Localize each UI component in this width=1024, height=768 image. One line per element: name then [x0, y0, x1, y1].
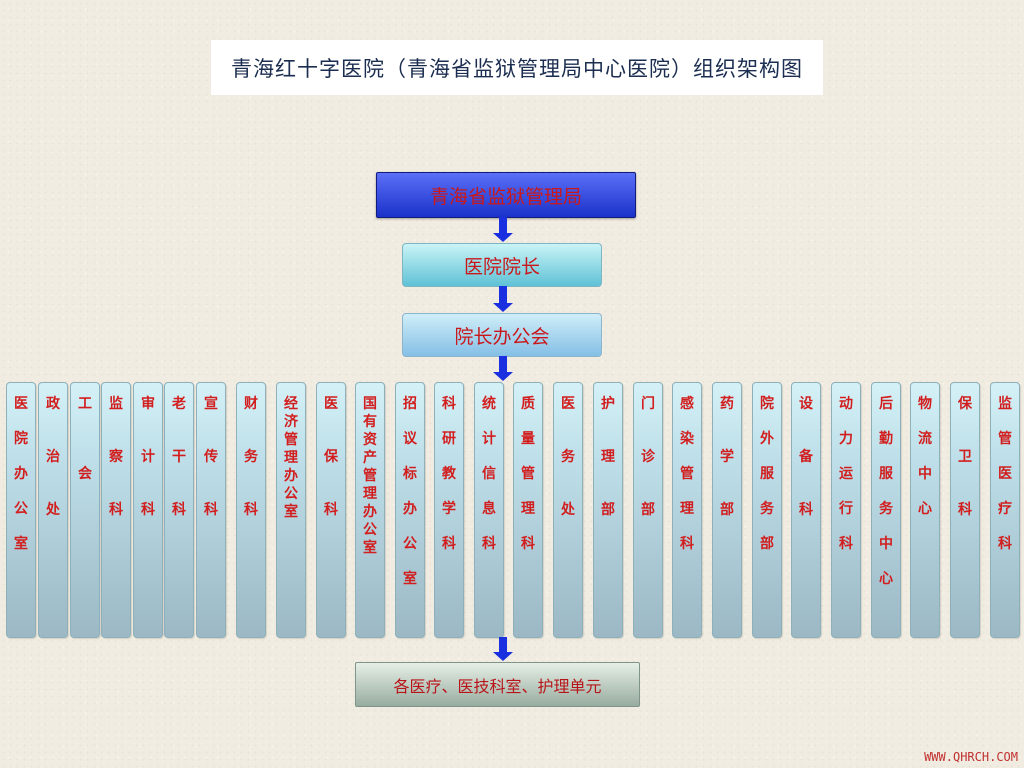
title-box: 青海红十字医院（青海省监狱管理局中心医院）组织架构图 [211, 40, 823, 95]
arrow-down-icon [493, 286, 513, 312]
department-box: 医院办公室 [6, 382, 36, 638]
department-box: 监察科 [101, 382, 131, 638]
department-label: 审计科 [141, 396, 155, 518]
node-hospital-president: 医院院长 [402, 243, 602, 287]
department-label: 医院办公室 [14, 396, 28, 552]
department-label: 药学部 [720, 396, 734, 518]
arrow-down-icon [493, 356, 513, 381]
arrow-down-icon [493, 217, 513, 242]
department-label: 科研教学科 [442, 396, 456, 552]
department-box: 国有资产管理办公室 [355, 382, 385, 638]
department-label: 院外服务部 [760, 396, 774, 552]
department-label: 医务处 [561, 396, 575, 518]
department-label: 统计信息科 [482, 396, 496, 552]
department-box: 工会 [70, 382, 100, 638]
department-box: 审计科 [133, 382, 163, 638]
department-box: 院外服务部 [752, 382, 782, 638]
department-label: 护理部 [601, 396, 615, 518]
department-box: 质量管理科 [513, 382, 543, 638]
department-box: 招议标办公室 [395, 382, 425, 638]
department-box: 医务处 [553, 382, 583, 638]
node-prison-bureau-label: 青海省监狱管理局 [429, 185, 582, 208]
department-box: 监管医疗科 [990, 382, 1020, 638]
department-label: 质量管理科 [521, 396, 535, 552]
department-box: 统计信息科 [474, 382, 504, 638]
department-label: 后勤服务中心 [879, 396, 893, 587]
department-box: 药学部 [712, 382, 742, 638]
department-label: 设备科 [799, 396, 813, 518]
department-label: 招议标办公室 [403, 396, 417, 587]
department-box: 宣传科 [196, 382, 226, 638]
department-box: 后勤服务中心 [871, 382, 901, 638]
department-box: 科研教学科 [434, 382, 464, 638]
department-box: 保卫科 [950, 382, 980, 638]
department-label: 动力运行科 [839, 396, 853, 552]
department-label: 保卫科 [958, 396, 972, 518]
chart-title: 青海红十字医院（青海省监狱管理局中心医院）组织架构图 [231, 56, 803, 81]
node-prison-bureau: 青海省监狱管理局 [376, 172, 636, 218]
department-box: 老干科 [164, 382, 194, 638]
department-box: 经济管理办公室 [276, 382, 306, 638]
node-clinical-units-label: 各医疗、医技科室、护理单元 [393, 676, 602, 696]
department-label: 财务科 [244, 396, 258, 518]
department-label: 政治处 [46, 396, 60, 518]
site-watermark: WWW.QHRCH.COM [924, 750, 1018, 764]
department-label: 国有资产管理办公室 [363, 396, 377, 556]
department-box: 感染管理科 [672, 382, 702, 638]
department-label: 经济管理办公室 [284, 396, 298, 520]
department-box: 财务科 [236, 382, 266, 638]
department-label: 医保科 [324, 396, 338, 518]
department-label: 宣传科 [204, 396, 218, 518]
department-label: 物流中心 [918, 396, 932, 517]
department-box: 物流中心 [910, 382, 940, 638]
node-president-office-meeting: 院长办公会 [402, 313, 602, 357]
department-box: 医保科 [316, 382, 346, 638]
department-label: 门诊部 [641, 396, 655, 518]
department-box: 动力运行科 [831, 382, 861, 638]
node-clinical-units: 各医疗、医技科室、护理单元 [355, 662, 640, 707]
department-box: 门诊部 [633, 382, 663, 638]
department-box: 设备科 [791, 382, 821, 638]
department-box: 政治处 [38, 382, 68, 638]
node-hospital-president-label: 医院院长 [463, 255, 540, 278]
department-label: 工会 [78, 396, 92, 482]
department-label: 老干科 [172, 396, 186, 518]
department-box: 护理部 [593, 382, 623, 638]
department-label: 监察科 [109, 396, 123, 518]
department-label: 监管医疗科 [998, 396, 1012, 552]
department-label: 感染管理科 [680, 396, 694, 552]
arrow-down-icon [493, 637, 513, 661]
node-president-office-meeting-label: 院长办公会 [454, 325, 550, 348]
